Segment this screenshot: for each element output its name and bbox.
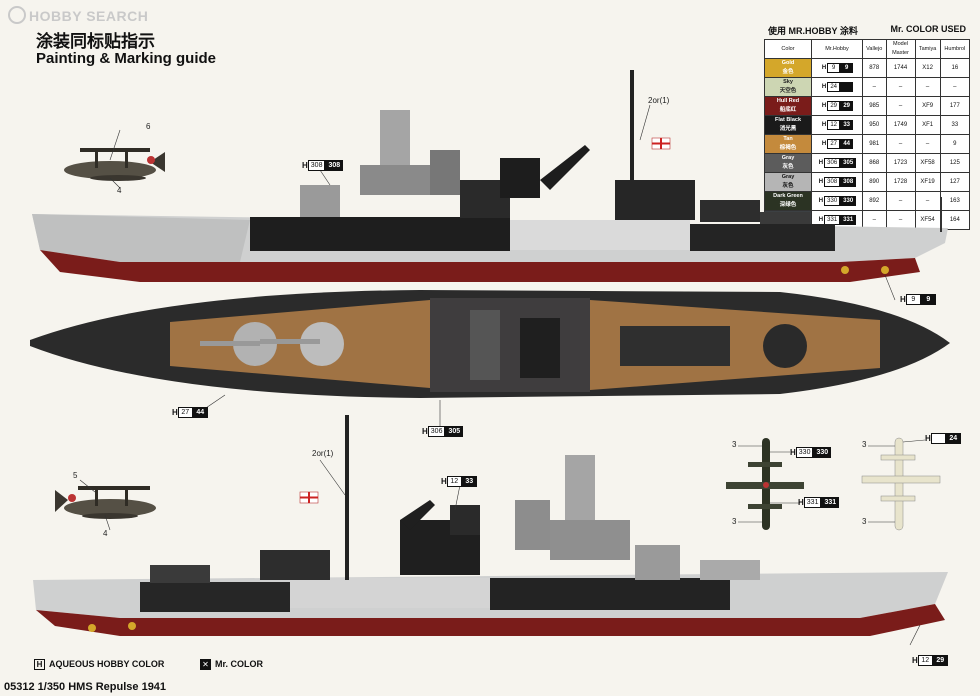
col-modelmaster: Model Master	[885, 39, 916, 59]
mr-color-symbol-icon: ✕	[200, 659, 211, 670]
callout-decal-4-bottom: 4	[103, 529, 108, 538]
callout-decal-5: 5	[73, 471, 78, 480]
aircraft-dark-top-icon	[726, 438, 804, 530]
callout-flag-top: 2or(1)	[648, 96, 670, 105]
watermark: HOBBY SEARCH	[8, 6, 148, 24]
color-table-header: 使用 MR.HOBBY 涂料 Mr. COLOR USED	[768, 24, 966, 36]
leader-lines	[79, 104, 926, 646]
seaplane-top-icon	[64, 148, 165, 181]
col-humbrol: Humbrol	[939, 39, 971, 59]
ship-top-view-icon	[30, 290, 950, 398]
legend-mr-color: ✕Mr. COLOR	[200, 659, 263, 670]
callout-decal-6: 6	[146, 122, 151, 131]
callout-decal-4-top: 4	[117, 186, 122, 195]
footer-product-title: 05312 1/350 HMS Repulse 1941	[4, 681, 167, 693]
callout-decal-3a: 3	[732, 440, 737, 449]
callout-decal-3d: 3	[862, 517, 867, 526]
hobby-search-logo-icon	[8, 6, 26, 24]
title-chinese: 涂装同标贴指示	[36, 32, 155, 52]
callout-decal-3c: 3	[862, 440, 867, 449]
ship-side-bottom-icon	[33, 415, 948, 636]
aqueous-symbol-icon: H	[34, 659, 45, 670]
callout-flag-bottom: 2or(1)	[312, 449, 334, 458]
callout-decal-3b: 3	[732, 517, 737, 526]
title-english: Painting & Marking guide	[36, 50, 217, 67]
ship-side-top-icon	[32, 70, 948, 282]
aircraft-light-top-icon	[861, 437, 941, 531]
table-header-row: Color Mr.Hobby Vallejo Model Master Tami…	[763, 39, 971, 59]
seaplane-bottom-icon	[55, 486, 156, 519]
